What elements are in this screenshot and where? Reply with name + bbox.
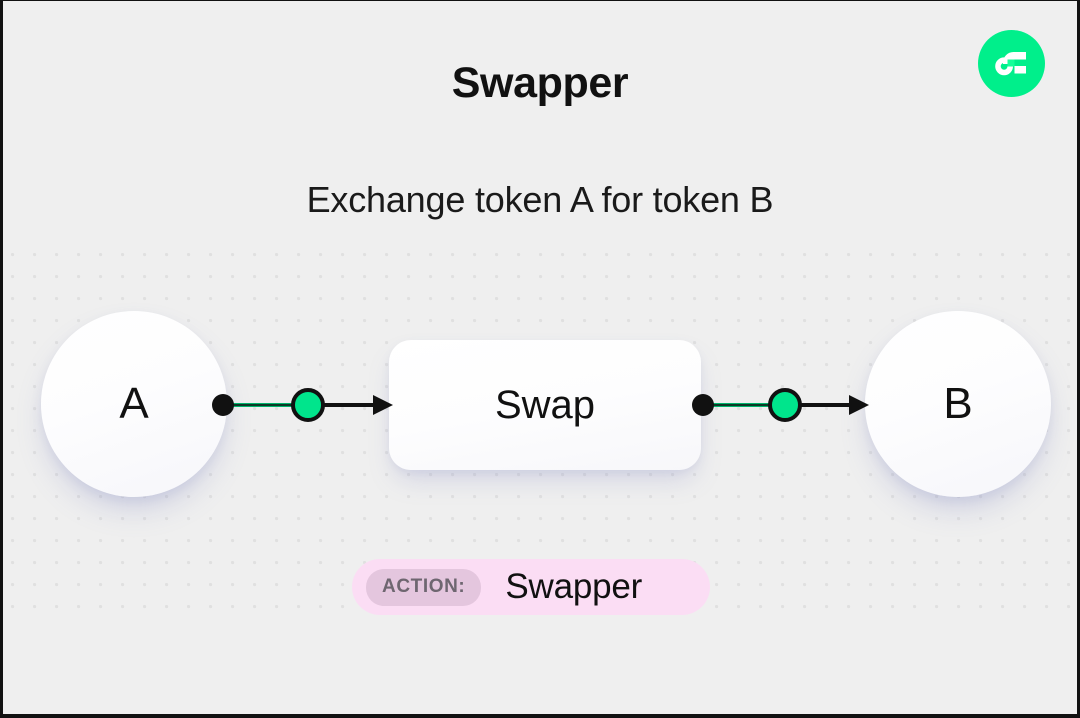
edge-arrowhead xyxy=(849,395,869,415)
node-token-b[interactable]: B xyxy=(865,311,1051,497)
diagram-body: A Swap B xyxy=(3,1,1077,714)
page-subtitle: Exchange token A for token B xyxy=(306,179,774,220)
node-token-a-label: A xyxy=(119,379,149,428)
page-title: Swapper xyxy=(451,59,629,107)
action-badge-chip: ACTION: xyxy=(366,568,482,606)
edge-source-dot xyxy=(692,394,714,416)
node-token-b-label: B xyxy=(943,379,973,428)
edge-a-swap[interactable] xyxy=(211,388,393,422)
edge-midpoint-dot xyxy=(768,388,802,422)
node-swap-label: Swap xyxy=(494,382,596,427)
action-badge-value: Swapper xyxy=(505,567,643,606)
edge-source-dot xyxy=(212,394,234,416)
edge-midpoint-dot xyxy=(291,388,325,422)
action-badge: ACTION: Swapper xyxy=(352,559,710,615)
node-swap[interactable]: Swap xyxy=(389,340,701,470)
edge-swap-b[interactable] xyxy=(691,388,869,422)
flow-logo-icon[interactable] xyxy=(978,30,1045,97)
node-token-a[interactable]: A xyxy=(41,311,227,497)
edge-arrowhead xyxy=(373,395,393,415)
